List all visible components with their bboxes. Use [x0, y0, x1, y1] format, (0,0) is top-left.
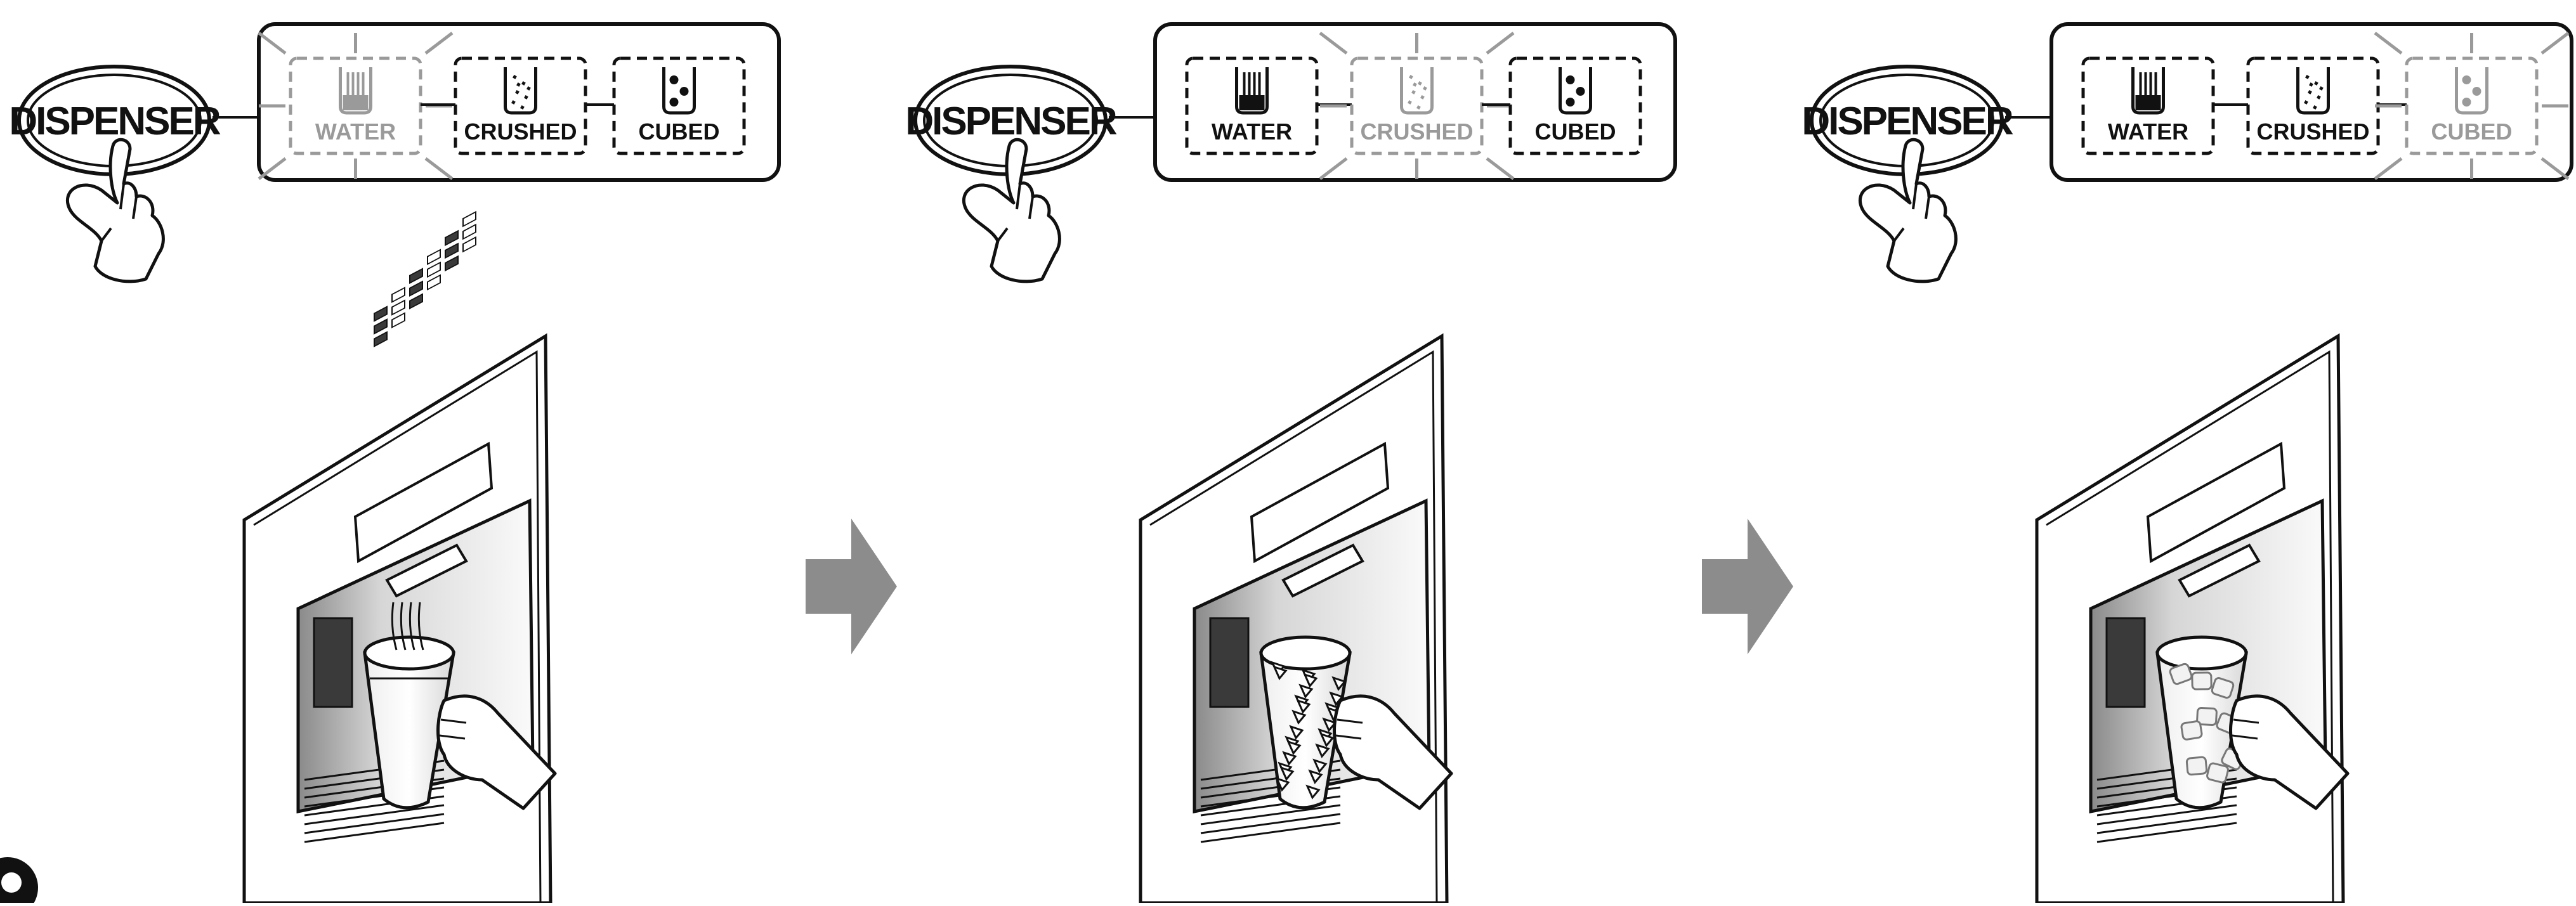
dispenser-button-label: DISPENSER: [905, 100, 1117, 143]
mode-option-label: CUBED: [1534, 119, 1616, 145]
dispenser-step-panel: DISPENSER WATER CRUSHED CUBED: [9, 24, 779, 903]
mode-option-label: WATER: [2108, 119, 2188, 145]
dispenser-mode-selector: WATER CRUSHED CUBED: [259, 24, 779, 180]
mode-option-crushed[interactable]: CRUSHED: [455, 58, 585, 153]
mode-option-label: CUBED: [638, 119, 719, 145]
mode-option-water[interactable]: WATER: [2083, 58, 2213, 153]
mode-option-cubed[interactable]: CUBED: [614, 58, 744, 153]
mode-option-crushed[interactable]: CRUSHED: [2248, 58, 2378, 153]
mode-option-label: CRUSHED: [1360, 119, 1473, 145]
mode-option-water[interactable]: WATER: [1187, 58, 1317, 153]
dispenser-button-label: DISPENSER: [1801, 100, 2013, 143]
dispenser-step-panel: DISPENSER WATER CRUSHED CUBED: [1801, 0, 2572, 903]
next-step-arrow: [806, 519, 897, 654]
mode-option-label: CUBED: [2431, 119, 2512, 145]
dispenser-mode-selector: WATER CRUSHED CUBED: [2051, 24, 2572, 180]
dispenser-button-label: DISPENSER: [9, 100, 221, 143]
step-number-badge-icon: [0, 857, 38, 903]
mode-option-label: WATER: [315, 119, 396, 145]
dispenser-step-panel: DISPENSER WATER CRUSHED CUBED: [905, 0, 1675, 903]
mode-option-label: WATER: [1212, 119, 1292, 145]
mode-option-label: CRUSHED: [2256, 119, 2369, 145]
mode-option-label: CRUSHED: [464, 119, 577, 145]
mode-option-cubed[interactable]: CUBED: [1510, 58, 1640, 153]
dispenser-mode-selector: WATER CRUSHED CUBED: [1155, 24, 1675, 180]
next-step-arrow: [1702, 519, 1793, 654]
